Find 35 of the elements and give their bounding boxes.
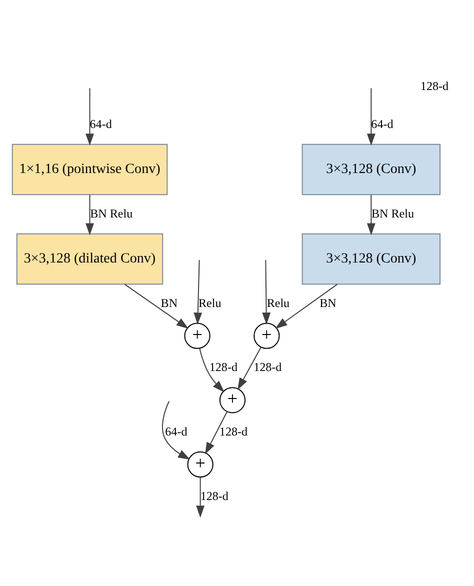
node-circle: +: [187, 451, 214, 478]
edge-label: BN Relu: [90, 206, 133, 220]
arrow: [86, 88, 94, 146]
arrow: [262, 260, 271, 325]
arrow: [194, 260, 202, 325]
node-circle: +: [219, 387, 246, 414]
edge-label: BN Relu: [372, 206, 414, 220]
arrow: [366, 194, 376, 236]
arrow: [205, 412, 228, 454]
label: 128-d: [420, 79, 449, 94]
node-box: 3×3,128 (Conv): [302, 233, 441, 285]
node-box: 3×3,128 (Conv): [302, 144, 441, 196]
arrow: [162, 401, 190, 460]
node-circle: +: [254, 322, 280, 349]
edge-label: 64-d: [90, 116, 112, 131]
arrow: [366, 88, 376, 146]
edge-label: 128-d: [254, 360, 282, 374]
edge-label: BN: [160, 296, 178, 310]
edge-label: Relu: [266, 296, 290, 310]
arrow: [124, 284, 188, 329]
node-box: 3×3,128 (dilated Conv): [16, 233, 164, 285]
arrow: [199, 348, 224, 392]
edge-label: 128-d: [219, 424, 248, 438]
edge-label: 128-d: [200, 488, 228, 503]
arrow: [86, 194, 94, 236]
edge-label: BN: [320, 296, 336, 310]
edge-label: 128-d: [209, 360, 238, 374]
edge-label: 64-d: [165, 424, 188, 438]
edge-label: Relu: [198, 296, 222, 310]
arrow: [238, 346, 262, 390]
arrow: [196, 477, 205, 518]
node-box: 1×1,16 (pointwise Conv): [12, 144, 168, 196]
edge-label: 64-d: [371, 116, 394, 131]
arrow: [275, 284, 338, 329]
node-circle: +: [184, 322, 210, 349]
